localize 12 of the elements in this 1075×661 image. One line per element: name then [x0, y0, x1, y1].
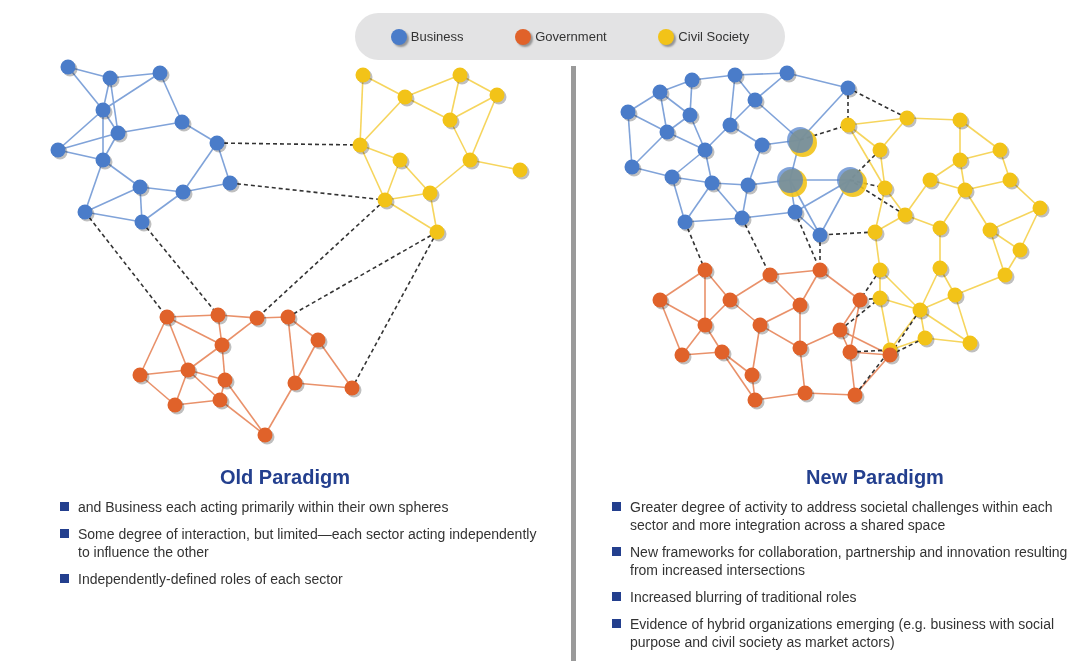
bullet-text: Increased blurring of traditional roles: [630, 588, 857, 606]
bullet-text: Evidence of hybrid organizations emerging (e.g. business with social purpose and civil society as market actors): [630, 615, 1056, 651]
bullet-text: Greater degree of activity to address societal challenges within each sector and more integration across a shared space: [630, 498, 1054, 534]
bullet-text: New frameworks for collaboration, partnership and innovation resulting from increased intersections: [630, 543, 1069, 579]
legend-label: Business: [410, 29, 464, 44]
legend-label: Government: [535, 29, 607, 44]
bullet-text: Some degree of interaction, but limited—each sector acting independently to influence the other: [78, 525, 538, 561]
bullet-text: and Business each acting primarily within their own spheres: [78, 498, 449, 516]
column-heading: New Paradigm: [805, 466, 945, 489]
column-heading: Old Paradigm: [219, 466, 351, 489]
legend-label: Civil Society: [678, 29, 750, 44]
bullet-text: Independently-defined roles of each sector: [78, 570, 343, 588]
